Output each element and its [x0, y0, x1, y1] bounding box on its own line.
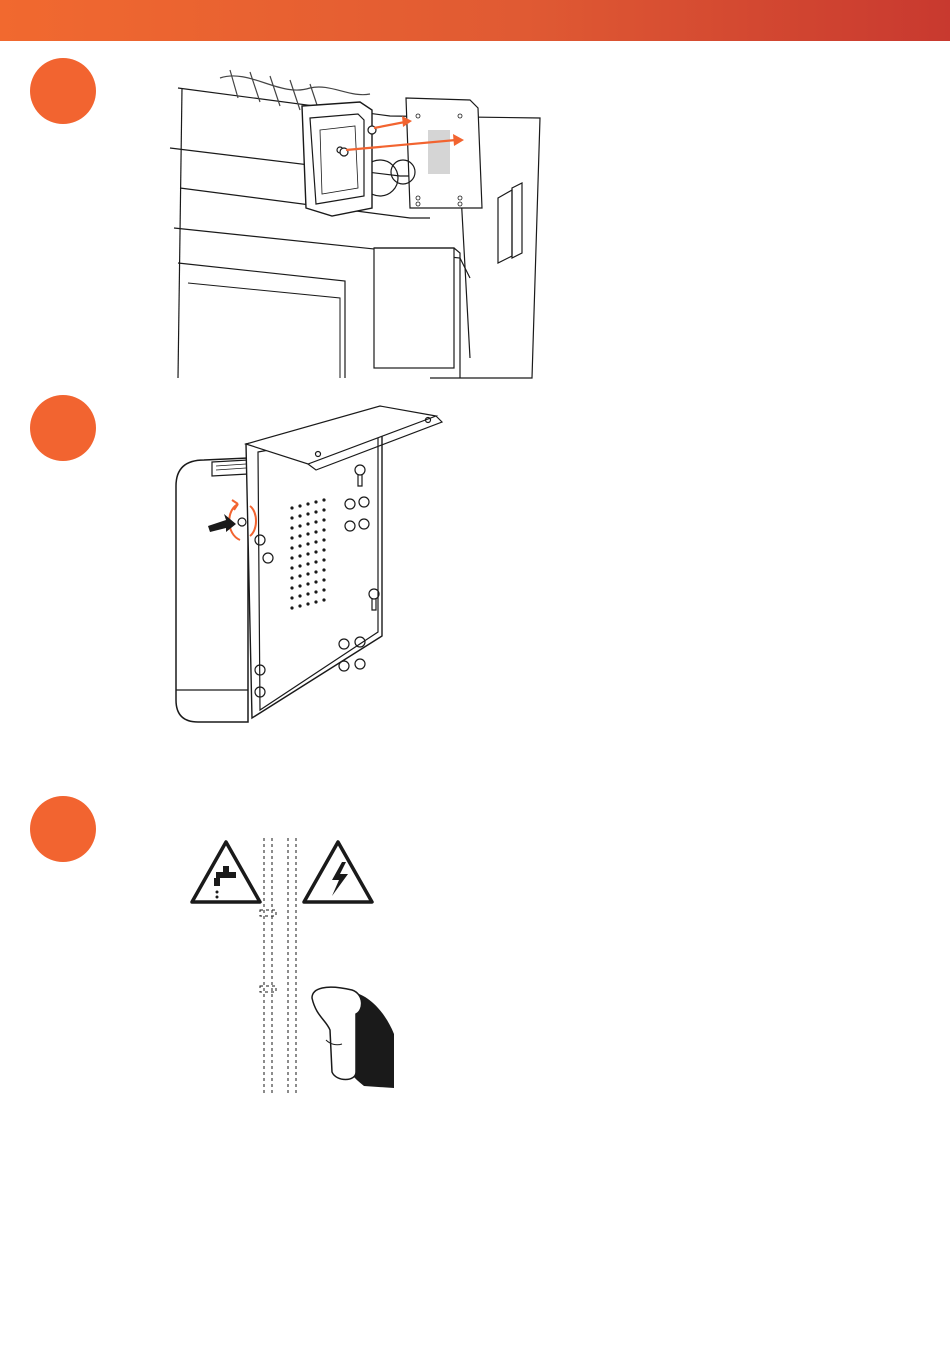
water-hazard-icon	[192, 842, 260, 902]
electric-hazard-icon	[304, 842, 372, 902]
step-2-illustration	[168, 400, 448, 730]
step-3-badge	[30, 796, 96, 862]
step-2-badge	[30, 395, 96, 461]
step-3-illustration	[186, 834, 406, 1096]
step-1-illustration	[160, 58, 550, 380]
header-bar	[0, 0, 950, 41]
step-1-badge	[30, 58, 96, 124]
stud-detector-icon	[312, 987, 394, 1088]
